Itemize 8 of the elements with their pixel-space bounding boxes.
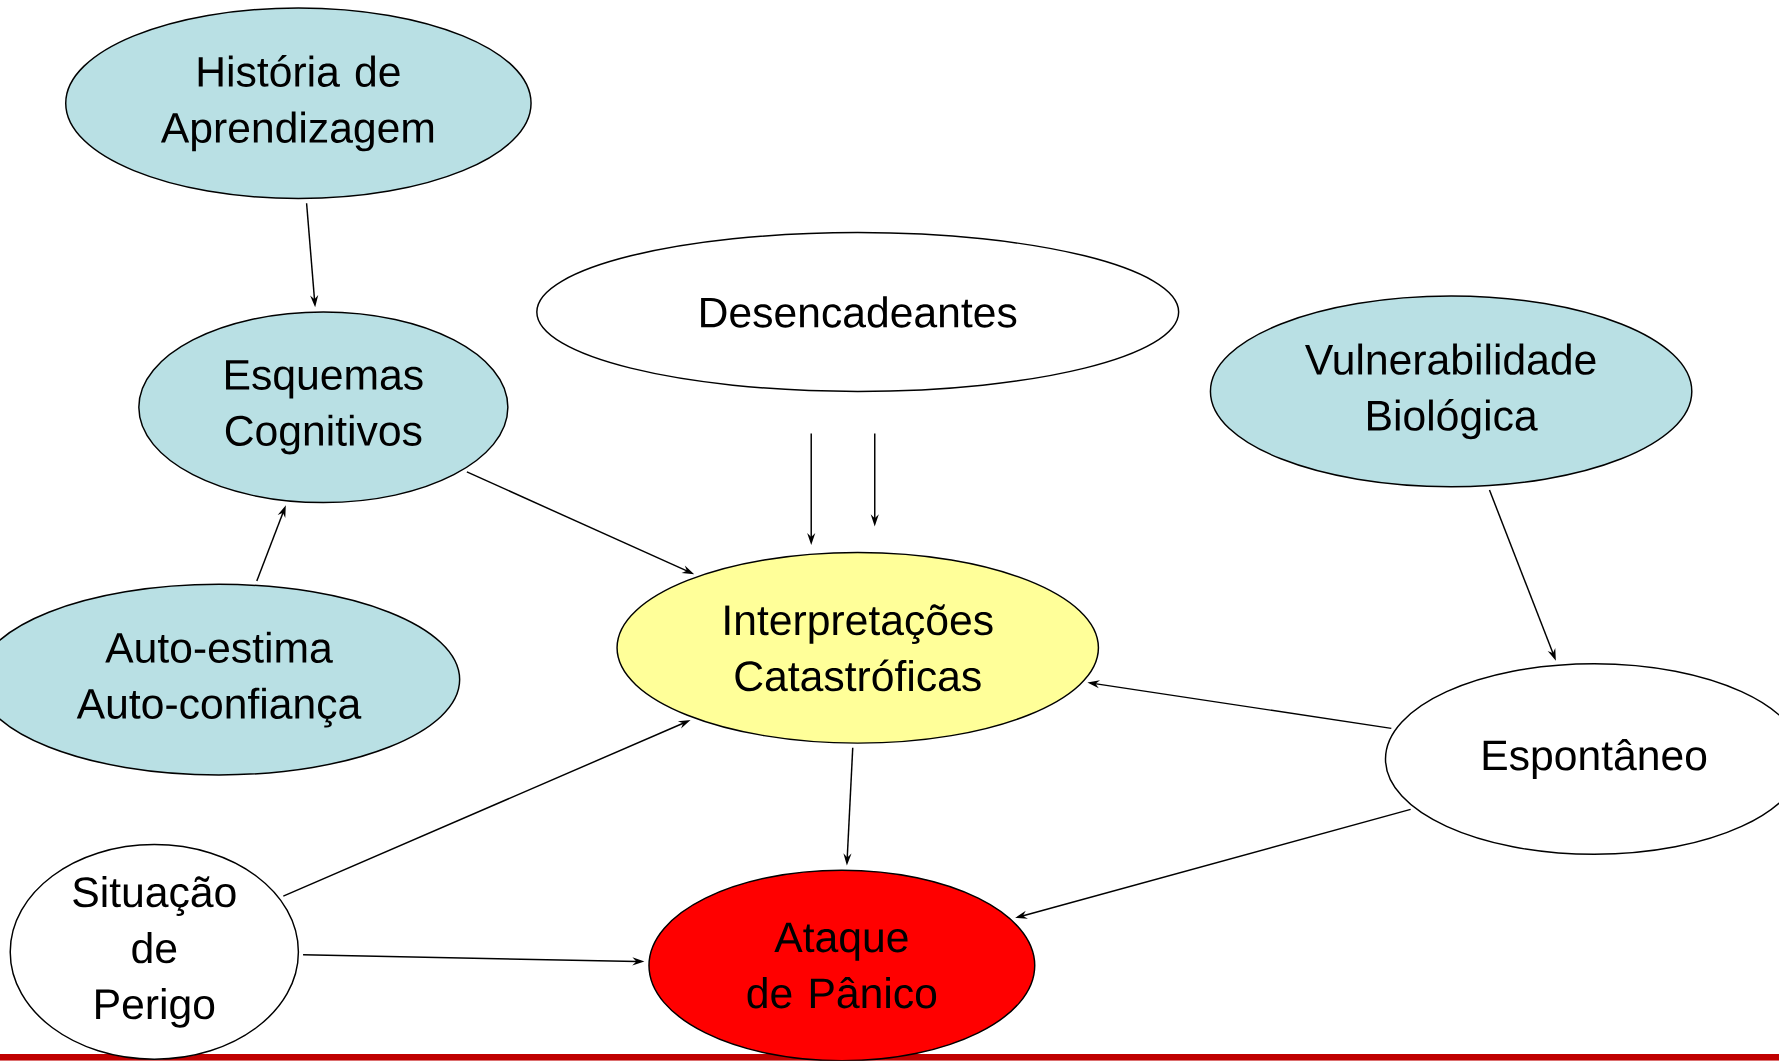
ellipse-node: Vulnerabilidade Biológica — [1209, 295, 1693, 488]
ellipse-node: Situação de Perigo — [9, 843, 300, 1061]
ellipse-node: Interpretações Catastróficas — [616, 551, 1100, 744]
ellipse-node: História de Aprendizagem — [65, 7, 532, 200]
node-label: Situação de Perigo — [73, 876, 236, 1028]
ellipse-node: Desencadeantes — [536, 231, 1180, 393]
ellipse-node: Esquemas Cognitivos — [138, 311, 509, 504]
ellipse-node: Ataque de Pânico — [648, 869, 1036, 1061]
